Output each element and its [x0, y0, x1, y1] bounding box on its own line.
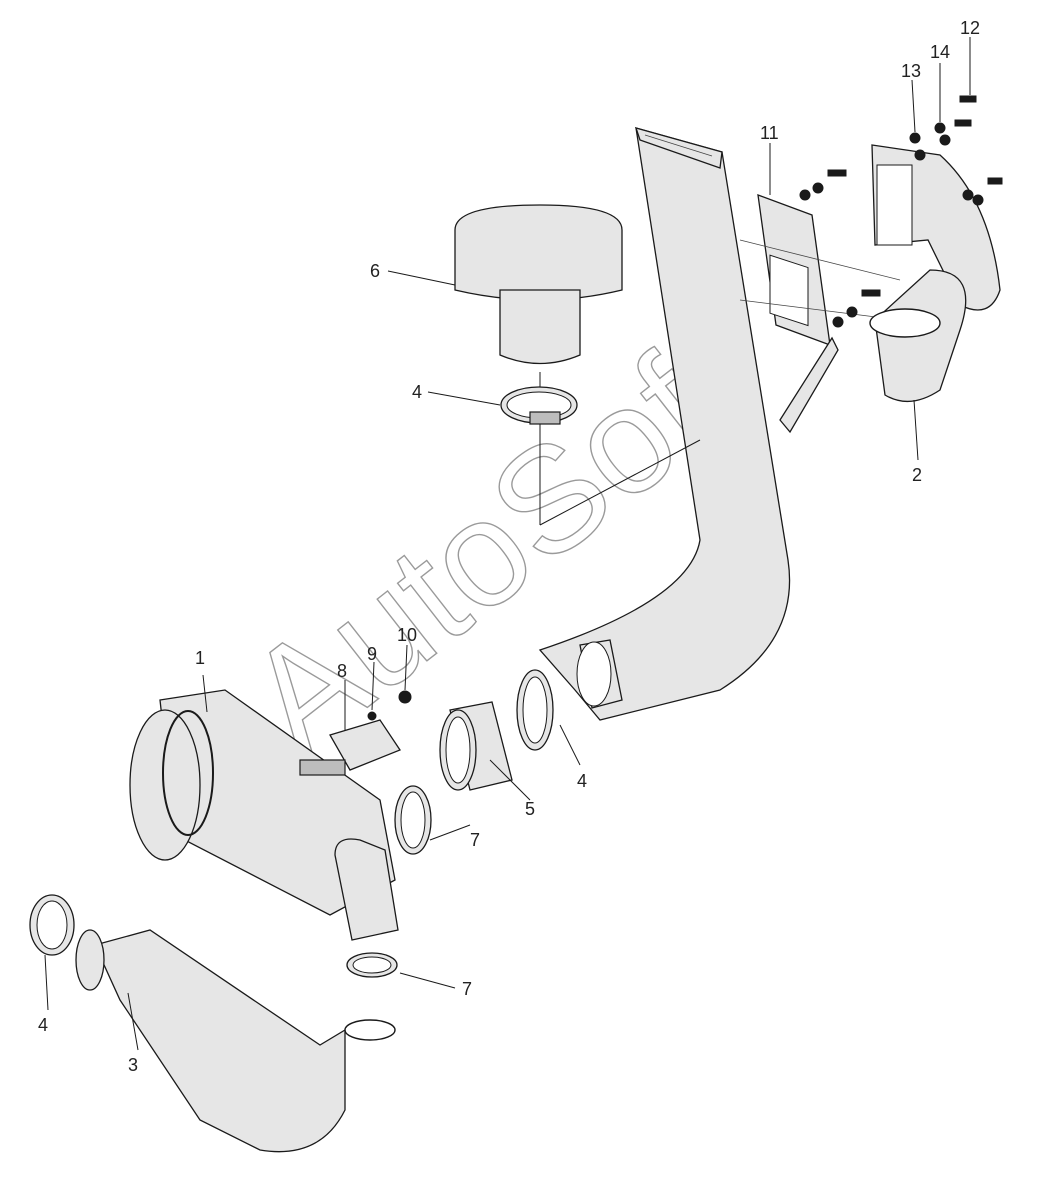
callout-7-mid: 7 — [470, 830, 480, 850]
callout-5: 5 — [525, 799, 535, 819]
callout-13: 13 — [901, 61, 921, 81]
hose-clamp-lower-7 — [346, 952, 398, 978]
mounting-plate — [739, 194, 901, 434]
callout-8: 8 — [337, 661, 347, 681]
lower-hose — [29, 894, 396, 1153]
callout-10: 10 — [397, 625, 417, 645]
hose-clamp-mid-4 — [516, 669, 554, 751]
tube-sleeve — [576, 639, 623, 709]
pre-cleaner-cap — [454, 204, 701, 526]
callout-12: 12 — [960, 18, 980, 38]
callout-4-top: 4 — [412, 382, 422, 402]
callout-3: 3 — [128, 1055, 138, 1075]
callout-14: 14 — [930, 42, 950, 62]
air-cleaner-housing — [129, 689, 401, 941]
callout-11: 11 — [760, 123, 779, 143]
coupling-5 — [439, 701, 513, 791]
hose-clamp-top — [500, 386, 578, 425]
hose-clamp-mid-7 — [394, 785, 432, 855]
callout-4-low: 4 — [38, 1015, 48, 1035]
callout-labels: 1 2 3 4 4 4 5 6 7 7 8 9 10 11 12 13 14 — [38, 18, 980, 1075]
callout-1: 1 — [195, 648, 205, 668]
leader-lines — [44, 37, 971, 1051]
callout-7-low: 7 — [462, 979, 472, 999]
callout-4-mid: 4 — [577, 771, 587, 791]
callout-6: 6 — [370, 261, 380, 281]
callout-2: 2 — [912, 465, 922, 485]
intake-elbow — [869, 144, 1001, 402]
callout-9: 9 — [367, 644, 377, 664]
bolt-set — [799, 95, 1003, 328]
intake-stack-tube — [538, 127, 791, 721]
